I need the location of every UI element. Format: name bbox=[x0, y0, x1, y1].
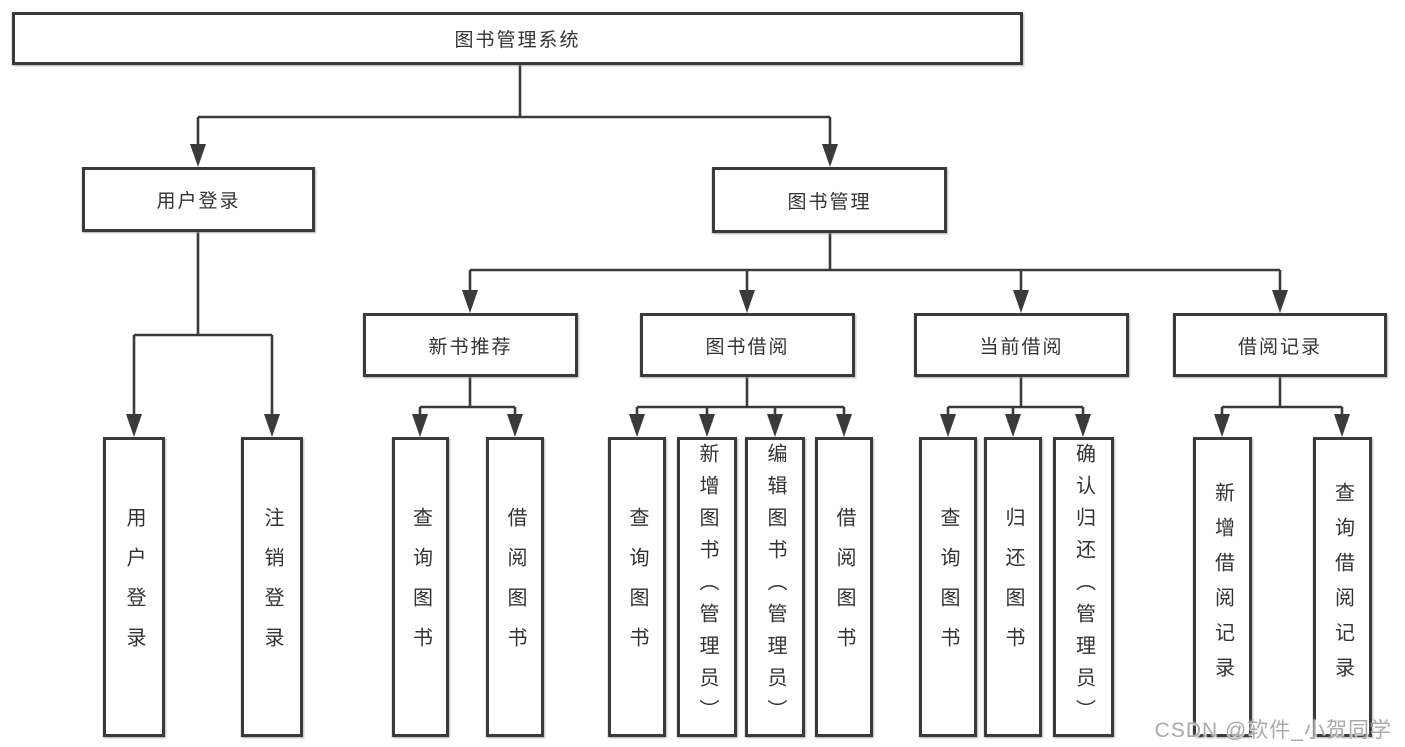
node-book-management: 图书管理 bbox=[712, 167, 947, 233]
node-borrow-records: 借阅记录 bbox=[1173, 313, 1387, 377]
leaf-user-login: 用户登录 bbox=[103, 437, 165, 737]
node-user-login: 用户登录 bbox=[82, 167, 315, 232]
leaf-add-book-admin: 新增图书（管理员） bbox=[677, 437, 737, 737]
node-current-borrow-label: 当前借阅 bbox=[979, 336, 1064, 358]
leaf-return-book-label: 归还图书 bbox=[1002, 507, 1024, 667]
leaf-query-books-3: 查询图书 bbox=[919, 437, 977, 737]
node-book-borrow: 图书借阅 bbox=[640, 313, 855, 377]
leaf-query-books-1-label: 查询图书 bbox=[409, 507, 432, 667]
leaf-add-book-admin-label: 新增图书（管理员） bbox=[696, 443, 718, 731]
node-book-borrow-label: 图书借阅 bbox=[705, 336, 790, 358]
leaf-borrow-books-2-label: 借阅图书 bbox=[833, 507, 855, 667]
node-current-borrow: 当前借阅 bbox=[914, 313, 1129, 377]
node-root-system: 图书管理系统 bbox=[12, 12, 1023, 65]
leaf-user-login-label: 用户登录 bbox=[123, 507, 145, 667]
leaf-logout: 注销登录 bbox=[241, 437, 303, 737]
watermark: CSDN @软件_小贺同学 bbox=[1154, 719, 1392, 742]
leaf-query-books-2: 查询图书 bbox=[608, 437, 666, 737]
leaf-add-borrow-record-label: 新增借阅记录 bbox=[1211, 482, 1234, 692]
leaf-return-book: 归还图书 bbox=[984, 437, 1042, 737]
node-new-book-recommend-label: 新书推荐 bbox=[428, 336, 513, 358]
leaf-query-books-1: 查询图书 bbox=[392, 437, 449, 737]
leaf-edit-book-admin: 编辑图书（管理员） bbox=[745, 437, 805, 737]
leaf-add-borrow-record: 新增借阅记录 bbox=[1193, 437, 1252, 737]
leaf-query-borrow-record-label: 查询借阅记录 bbox=[1331, 482, 1354, 692]
leaf-borrow-books-1-label: 借阅图书 bbox=[504, 507, 526, 667]
leaf-query-books-2-label: 查询图书 bbox=[626, 507, 648, 667]
leaf-query-borrow-record: 查询借阅记录 bbox=[1313, 437, 1372, 737]
leaf-logout-label: 注销登录 bbox=[261, 507, 283, 667]
node-new-book-recommend: 新书推荐 bbox=[363, 313, 578, 377]
leaf-confirm-return-admin: 确认归还（管理员） bbox=[1053, 437, 1114, 737]
leaf-edit-book-admin-label: 编辑图书（管理员） bbox=[764, 443, 786, 731]
node-book-management-label: 图书管理 bbox=[787, 191, 872, 213]
leaf-confirm-return-admin-label: 确认归还（管理员） bbox=[1072, 443, 1095, 731]
node-borrow-records-label: 借阅记录 bbox=[1237, 336, 1322, 358]
node-root-label: 图书管理系统 bbox=[454, 30, 581, 51]
leaf-borrow-books-1: 借阅图书 bbox=[486, 437, 544, 737]
leaf-query-books-3-label: 查询图书 bbox=[937, 507, 959, 667]
node-user-login-label: 用户登录 bbox=[156, 191, 241, 212]
leaf-borrow-books-2: 借阅图书 bbox=[815, 437, 873, 737]
